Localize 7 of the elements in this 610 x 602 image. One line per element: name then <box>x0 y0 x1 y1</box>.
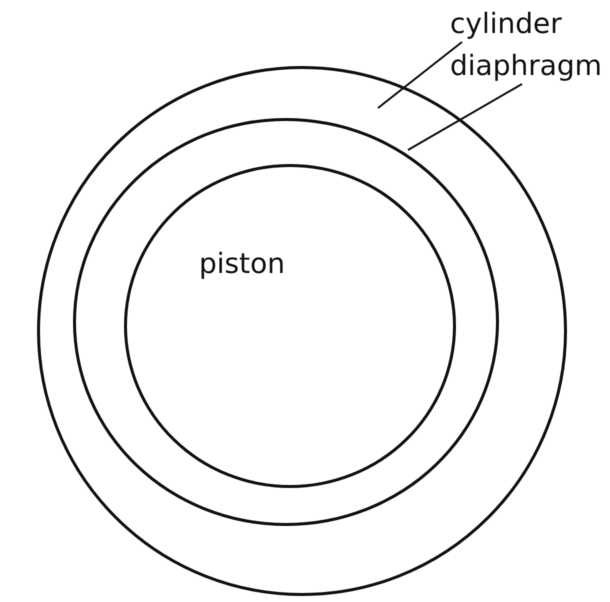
leader-line <box>377 41 463 109</box>
part-label: diaphragm <box>450 52 602 80</box>
circle-outline <box>124 164 456 488</box>
leader-line <box>408 83 522 151</box>
part-label: piston <box>199 247 285 280</box>
circle-outline <box>73 118 499 526</box>
part-label: cylinder <box>450 10 562 38</box>
